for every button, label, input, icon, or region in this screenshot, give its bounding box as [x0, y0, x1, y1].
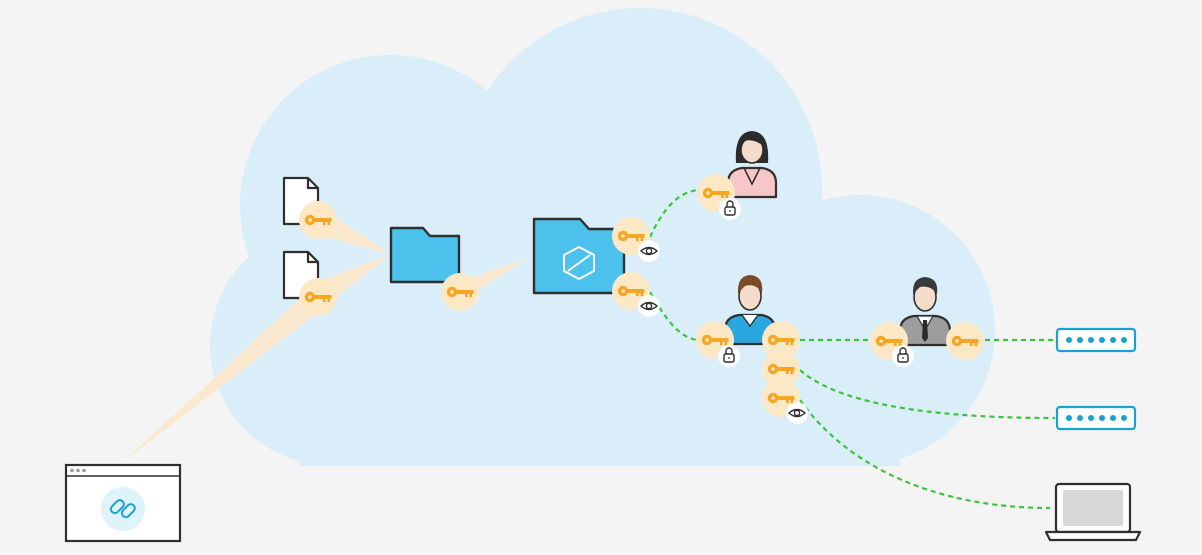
key-icon	[299, 201, 337, 239]
share-links	[649, 188, 1056, 510]
eye-icon	[637, 294, 661, 318]
lock-icon	[891, 344, 915, 368]
female-user-avatar	[726, 131, 778, 199]
link-folder-to-female-user	[649, 188, 699, 238]
folder-icon	[389, 226, 461, 284]
key-icon	[946, 322, 984, 360]
link-icon	[101, 487, 145, 531]
hexagon-icon	[563, 245, 595, 281]
laptop-icon	[1044, 482, 1142, 542]
password-field-icon	[1055, 405, 1137, 431]
lock-icon	[717, 344, 741, 368]
lock-icon	[718, 197, 742, 221]
manager-user-avatar	[898, 277, 952, 347]
key-icon	[441, 273, 479, 311]
shared-folder-icon	[532, 217, 626, 295]
link-folder-to-male-user	[649, 291, 701, 342]
key-icon	[299, 278, 337, 316]
eye-icon	[785, 401, 809, 425]
link-male-to-password-2	[799, 369, 1056, 420]
password-field-icon	[1055, 327, 1137, 353]
eye-icon	[637, 239, 661, 263]
